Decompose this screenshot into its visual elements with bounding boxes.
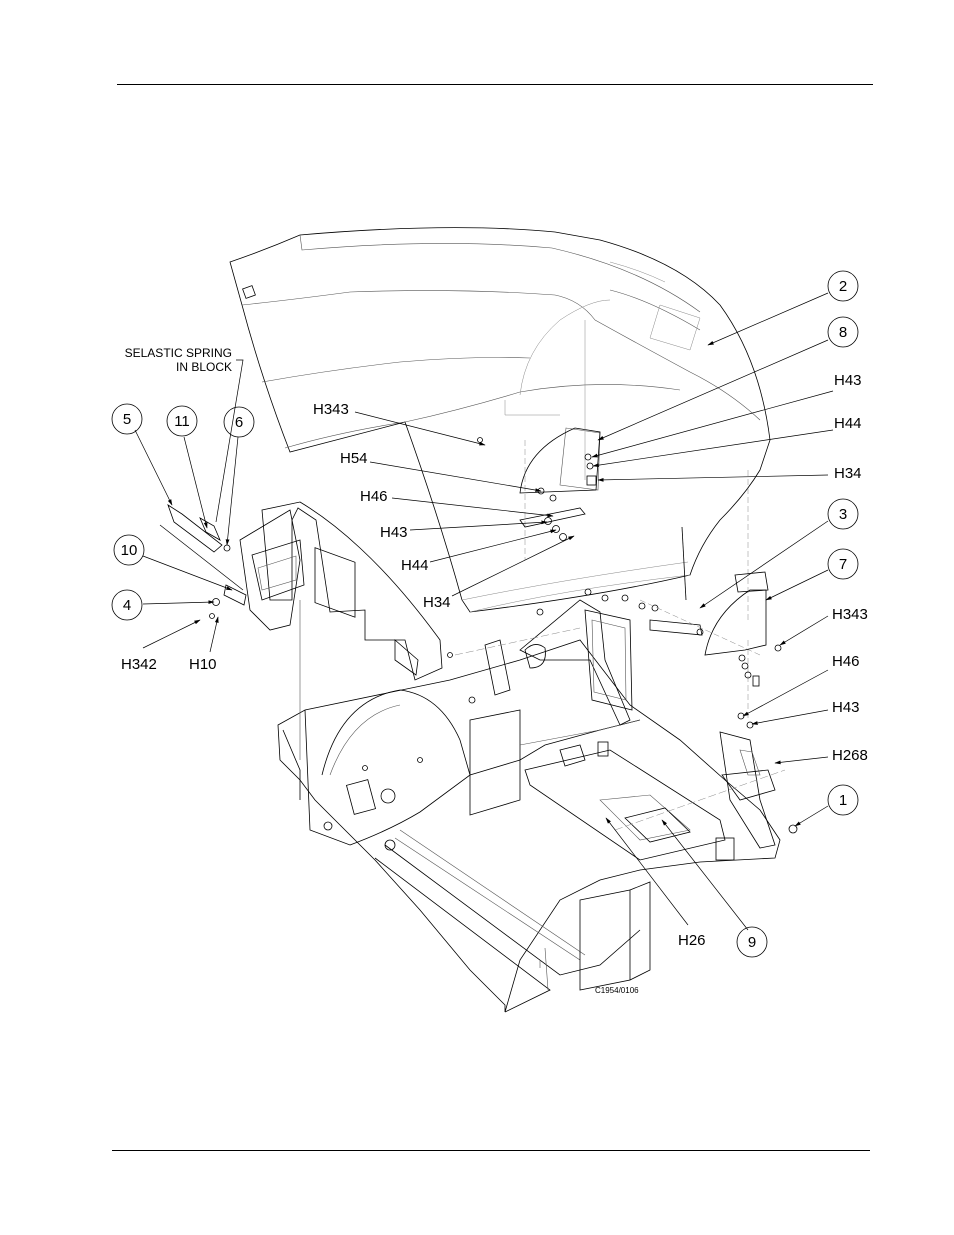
- center-mount-bracket: [447, 526, 761, 726]
- spring-block-parts: [159, 504, 247, 619]
- callout-h43-right: H43: [832, 699, 860, 716]
- callout-h343-right: H343: [832, 606, 868, 623]
- callout-h268: H268: [832, 747, 868, 764]
- header-rule: [117, 84, 873, 85]
- svg-text:5: 5: [123, 411, 131, 428]
- svg-text:4: 4: [123, 597, 131, 614]
- svg-text:7: 7: [839, 556, 847, 573]
- callout-10: 10: [113, 534, 145, 566]
- svg-text:1: 1: [839, 792, 847, 809]
- svg-text:11: 11: [174, 413, 190, 430]
- note-line-2: IN BLOCK: [176, 360, 232, 374]
- callout-h44-top: H44: [834, 415, 862, 432]
- leader-lines: [134, 292, 834, 931]
- callout-h46-right: H46: [832, 653, 860, 670]
- callout-5: 5: [111, 403, 143, 435]
- drawing-code: C1954/0106: [595, 986, 639, 995]
- callout-h10: H10: [189, 656, 217, 673]
- callout-3: 3: [827, 498, 859, 530]
- callout-h34-left: H34: [423, 594, 451, 611]
- callout-2: 2: [827, 270, 859, 302]
- right-bracket-7: [704, 571, 782, 687]
- callout-8: 8: [827, 316, 859, 348]
- callout-7: 7: [827, 548, 859, 580]
- callout-9: 9: [736, 926, 768, 958]
- callout-4: 4: [111, 589, 143, 621]
- svg-text:9: 9: [748, 934, 756, 951]
- callout-h34-top: H34: [834, 465, 862, 482]
- callout-h342: H342: [121, 656, 157, 673]
- svg-text:6: 6: [235, 414, 243, 431]
- callout-1: 1: [827, 784, 859, 816]
- callout-h54: H54: [340, 450, 368, 467]
- callout-6: 6: [223, 406, 255, 438]
- base-chassis: [277, 600, 798, 1013]
- note-line-1: SELASTIC SPRING: [125, 346, 232, 360]
- hood-cowl-drawing: [229, 227, 771, 613]
- callout-h46-left: H46: [360, 488, 388, 505]
- svg-text:8: 8: [839, 324, 847, 341]
- callout-h43-left: H43: [380, 524, 408, 541]
- footer-rule: [112, 1150, 870, 1151]
- svg-text:3: 3: [839, 506, 847, 523]
- callout-h343-left: H343: [313, 401, 349, 418]
- callout-11: 11: [166, 405, 198, 437]
- callout-h26: H26: [678, 932, 706, 949]
- callout-h43-top: H43: [834, 372, 862, 389]
- svg-text:10: 10: [121, 542, 138, 559]
- svg-text:2: 2: [839, 278, 847, 295]
- callout-h44-left: H44: [401, 557, 429, 574]
- bracket-8-drawing: [519, 320, 749, 720]
- side-panel-assembly: [239, 501, 443, 681]
